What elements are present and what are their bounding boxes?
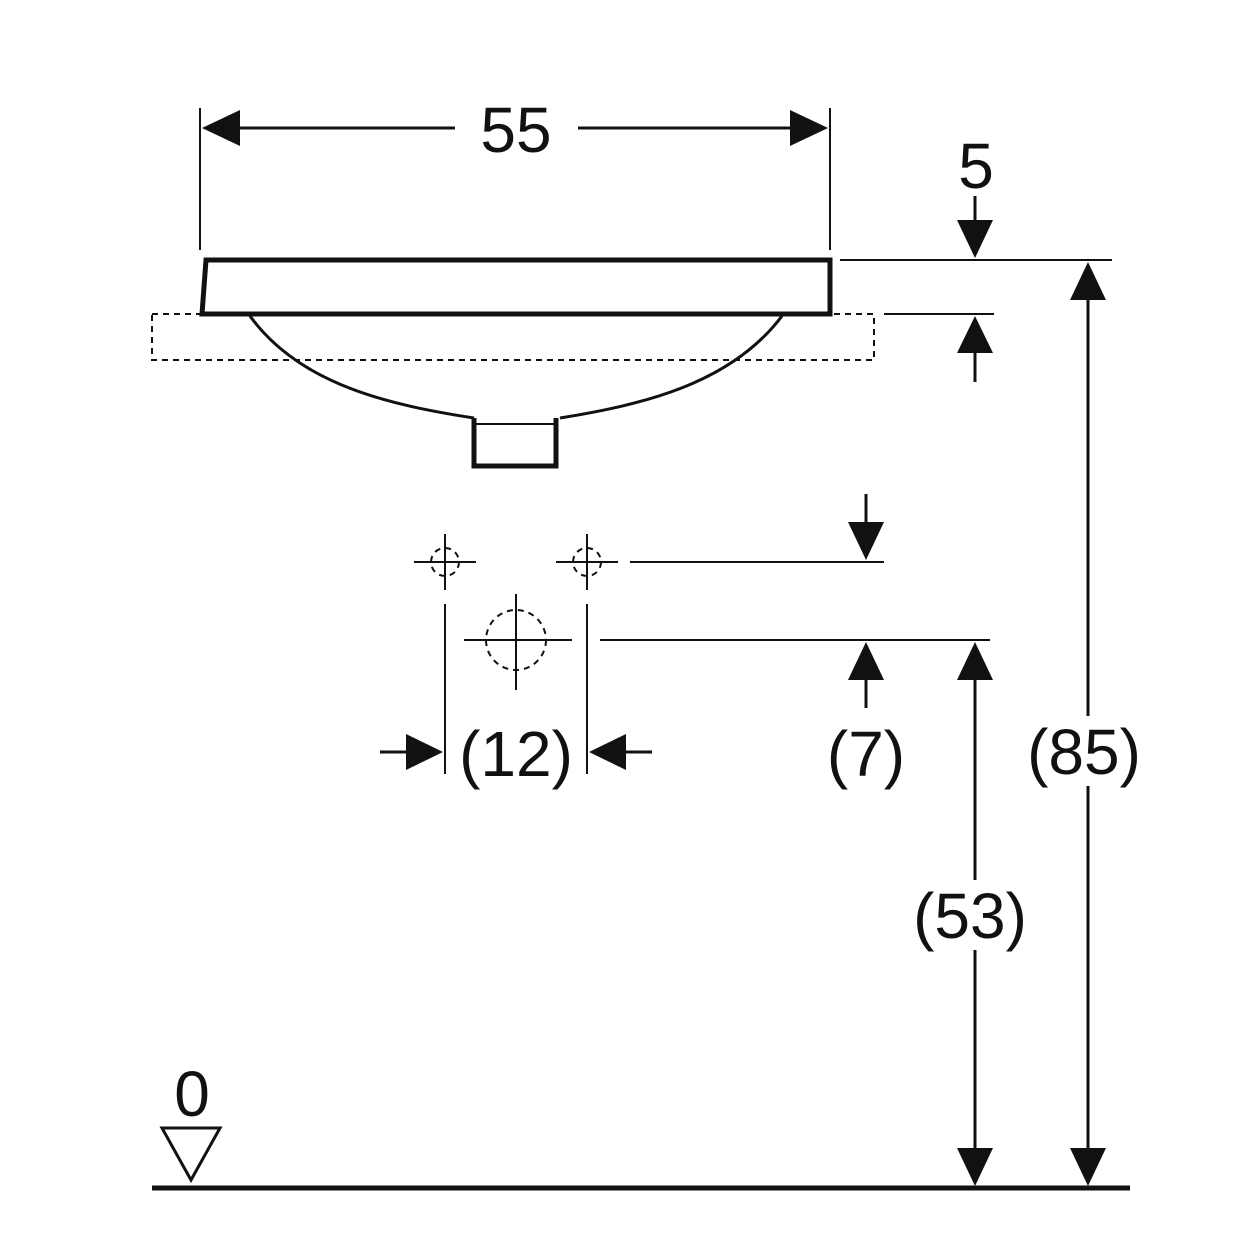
floor-level-label: 0 <box>174 1058 210 1130</box>
arrow-up-icon <box>957 642 993 680</box>
arrow-up-icon <box>957 316 993 353</box>
floor-level: 0 <box>152 1058 1130 1191</box>
tap-spacing-dimension: (12) <box>380 604 652 790</box>
arrow-down-icon <box>848 522 884 560</box>
arrow-down-icon <box>1070 1148 1106 1186</box>
outlet-height-label: (53) <box>913 880 1027 952</box>
arrow-down-icon <box>957 1148 993 1186</box>
arrow-right-icon <box>790 110 828 146</box>
arrow-left-icon <box>589 734 626 770</box>
arrow-right-icon <box>406 734 443 770</box>
width-label: 55 <box>480 94 551 166</box>
arrow-up-icon <box>848 642 884 680</box>
rim-thickness-label: 5 <box>958 130 994 202</box>
total-height-label: (85) <box>1027 716 1141 788</box>
tap-offset-dimension: (7) <box>600 494 990 790</box>
arrow-left-icon <box>202 110 240 146</box>
width-dimension: 55 <box>199 94 831 250</box>
total-height-dimension: (85) <box>1027 262 1141 1186</box>
rim-thickness-dimension: 5 <box>840 130 1112 382</box>
tap-offset-label: (7) <box>827 718 905 790</box>
basin-outline <box>151 257 875 469</box>
tap-holes <box>414 534 618 690</box>
arrow-down-icon <box>957 220 993 258</box>
arrow-up-icon <box>1070 262 1106 300</box>
outlet-height-dimension: (53) <box>913 642 1027 1186</box>
tap-spacing-label: (12) <box>459 718 573 790</box>
level-triangle-icon <box>159 1126 223 1184</box>
